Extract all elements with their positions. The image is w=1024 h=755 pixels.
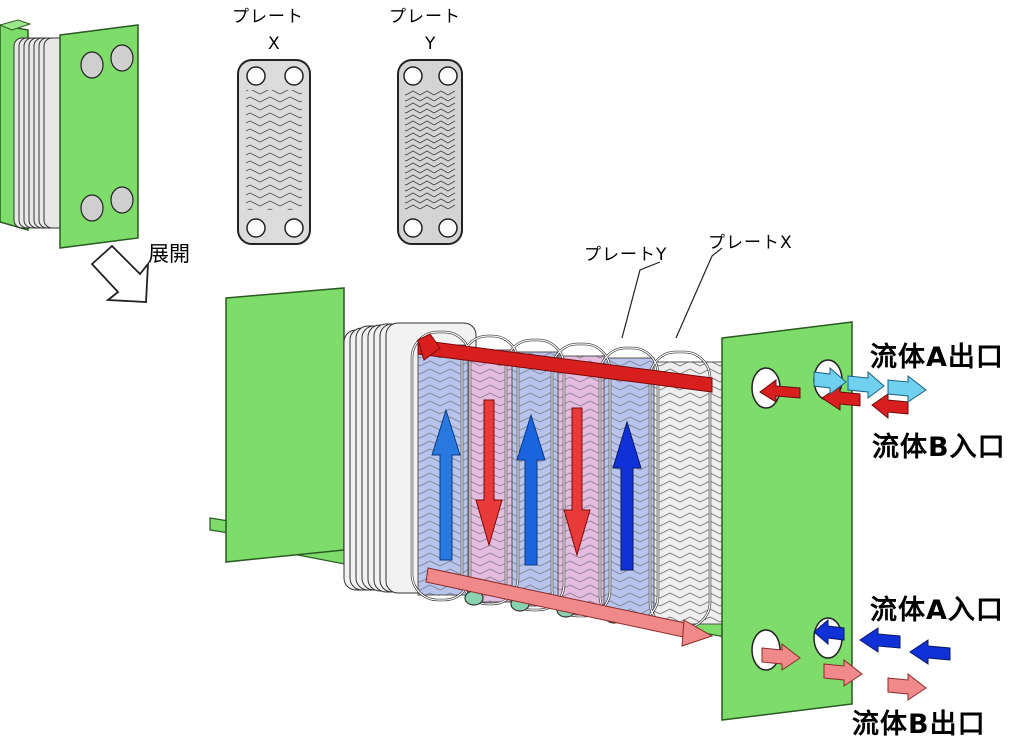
plate-x-illustration (237, 59, 311, 245)
callout-plate-x: プレートX (708, 233, 793, 253)
flow-arrow-up-1 (431, 408, 461, 561)
plate-y-title: プレート (389, 7, 461, 27)
expand-arrow (90, 244, 150, 303)
callout-plate-y: プレートY (584, 245, 668, 265)
port-arrows (759, 366, 951, 701)
fluid-b-inlet-label: 流体B入口 (872, 432, 1006, 463)
flow-arrow-up-2 (516, 413, 546, 566)
plate-x-title: プレート (232, 7, 304, 27)
flow-arrow-up-3 (612, 420, 642, 571)
flow-arrow-down-1 (475, 399, 503, 547)
top-hot-manifold (417, 333, 713, 393)
bottom-warm-manifold (425, 567, 714, 647)
fluid-a-outlet-label: 流体A出口 (870, 342, 1004, 373)
plate-y-letter: Y (425, 34, 437, 54)
flow-arrow-down-2 (563, 407, 591, 557)
fixed-frame-plate (225, 287, 345, 563)
assembled-exchanger (0, 19, 139, 249)
callout-leaders (621, 247, 723, 339)
expand-label: 展開 (148, 242, 190, 266)
plate-x-letter: X (268, 34, 281, 54)
vertical-flow-arrows (431, 399, 642, 571)
fluid-b-outlet-label: 流体B出口 (852, 709, 986, 740)
plate-y-illustration (397, 59, 463, 245)
fluid-a-inlet-label: 流体A入口 (870, 595, 1004, 626)
